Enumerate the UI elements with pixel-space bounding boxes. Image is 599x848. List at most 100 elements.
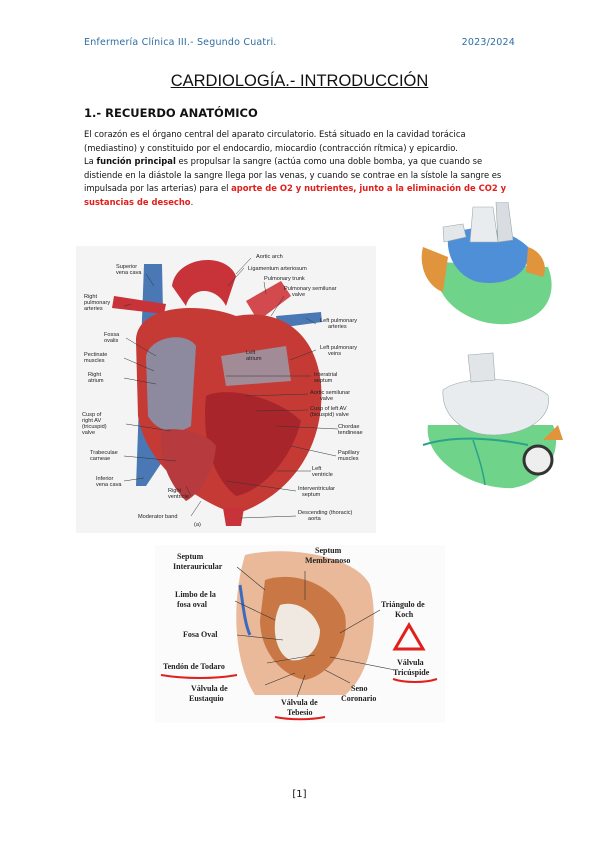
label-fo-2: ovalis — [104, 338, 119, 344]
right-atrium-orange-shape — [421, 247, 448, 292]
todaro-underline — [160, 674, 238, 679]
koch-triangle-figure: Septum Interauricular Septum Membranoso … — [155, 545, 445, 723]
label-asv-1: Aortic semilunar — [310, 390, 350, 396]
label-da-2: aorta — [308, 516, 322, 522]
label-asv-2: valve — [320, 396, 333, 402]
label-lpa-2: arteries — [328, 324, 347, 330]
right-atrium-shape — [146, 337, 196, 432]
label-cra-4: valve — [82, 430, 95, 436]
label-ivs-1: Interventricular — [298, 486, 335, 492]
page-number: [1] — [292, 789, 307, 800]
label-sm-2: Membranoso — [305, 556, 350, 565]
fig4-leader-lines — [234, 566, 396, 698]
label-pap-1: Papillary — [338, 450, 360, 456]
heart-anatomy-figure: Aortic arch Superior vena cava Ligamentu… — [76, 246, 376, 533]
label-rv-2: ventricle — [168, 494, 189, 500]
label-ivc-1: Inferior — [96, 476, 114, 482]
label-si-2: Interauricular — [173, 562, 223, 571]
label-psv-1: Pulmonary semilunar — [284, 286, 337, 292]
label-cra-1: Cusp of — [82, 412, 102, 418]
label-sc-1: Seno — [351, 684, 367, 693]
label-cla-2: (bicuspid) valve — [310, 412, 349, 418]
label-vte-1: Válvula de — [281, 698, 318, 707]
label-lv-2: ventricle — [312, 472, 333, 478]
label-ve-1: Válvula de — [191, 684, 228, 693]
label-fig-a: (a) — [194, 522, 201, 528]
back-orange-shape — [543, 425, 563, 440]
pulmonary-trunk-shape — [246, 281, 291, 321]
atria-blue-shape — [447, 228, 529, 283]
label-ra-1: Right — [88, 372, 102, 378]
label-svc-2: vena cava — [116, 270, 142, 276]
tebesio-underline — [274, 716, 326, 721]
label-fo-1: Fossa — [104, 332, 120, 338]
label-la-1: Left — [246, 350, 256, 356]
label-sc-2: Coronario — [341, 694, 376, 703]
right-ventricle-shape — [160, 429, 216, 501]
label-cra-3: (tricuspid) — [82, 424, 107, 430]
label-si-1: Septum — [177, 552, 204, 561]
label-ct-2: tendineae — [338, 430, 363, 436]
label-lpv-1: Left pulmonary — [320, 345, 357, 351]
paragraph-function: La función principal es propulsar la san… — [84, 155, 520, 209]
heart-3d-front-figure — [421, 202, 552, 325]
para2-mid: es propulsar la sangre (actúa como una d… — [84, 156, 502, 194]
label-lfo-1: Limbo de la — [175, 590, 216, 599]
label-lv-1: Left — [312, 466, 322, 472]
left-atrium-orange-shape — [526, 247, 545, 277]
label-ct-1: Chordae — [338, 424, 359, 430]
label-tc-1: Trabeculae — [90, 450, 118, 456]
label-pm-2: muscles — [84, 358, 105, 364]
para2-end: . — [190, 196, 194, 207]
label-ias-2: septum — [314, 378, 333, 384]
label-ligamentum: Ligamentum arteriosum — [248, 266, 307, 272]
label-cra-2: right AV — [82, 418, 101, 424]
para2-highlight: aporte de O2 y nutrientes, junto a la el… — [84, 183, 507, 207]
label-rv-1: Right — [168, 488, 182, 494]
label-ias-1: Interatrial — [314, 372, 337, 378]
label-vt-1: Válvula — [397, 658, 424, 667]
para2-pre: La — [84, 156, 97, 166]
right-pulmonary-arteries-shape — [112, 296, 166, 314]
label-pulmonary-trunk: Pulmonary trunk — [264, 276, 305, 282]
leader-lines — [123, 257, 339, 519]
label-vte-2: Tebesio — [287, 708, 313, 717]
label-ivs-2: septum — [302, 492, 321, 498]
label-ve-2: Eustaquio — [189, 694, 224, 703]
pulmonary-artery-shape — [495, 202, 514, 243]
label-pm-1: Pectinate — [84, 352, 107, 358]
vessel-left-shape — [442, 223, 467, 243]
coronary-branch-line — [472, 439, 486, 486]
descending-aorta-shape — [223, 508, 244, 526]
header-course: Enfermería Clínica III.- Segundo Cuatri. — [84, 37, 277, 48]
fossa-oval-shape — [274, 603, 320, 661]
back-aorta-shape — [467, 352, 496, 383]
koch-triangle-icon — [392, 622, 426, 651]
label-vt-2: Tricúspide — [393, 668, 430, 677]
label-da-1: Descending (thoracic) — [298, 510, 353, 516]
tricuspid-underline — [392, 678, 438, 683]
label-cla-1: Cusp of left AV — [310, 406, 347, 412]
label-moderator-band: Moderator band — [138, 514, 178, 520]
label-lpa-1: Left pulmonary — [320, 318, 357, 324]
label-rpa-1: Right — [84, 294, 98, 300]
label-psv-2: valve — [292, 292, 305, 298]
back-ventricles-shape — [427, 425, 557, 489]
header-year: 2023/2024 — [461, 37, 515, 48]
label-la-2: atrium — [246, 356, 262, 362]
label-svc-1: Superior — [116, 264, 137, 270]
left-ventricle-shape — [205, 392, 301, 496]
back-vessel-ring — [522, 444, 554, 476]
label-ra-2: atrium — [88, 378, 104, 384]
para2-bold: función principal — [96, 156, 176, 166]
aorta-shape — [469, 206, 499, 243]
coronary-vessel-line — [422, 437, 529, 446]
label-tc-2: carneae — [90, 456, 110, 462]
heart-3d-back-figure — [422, 352, 563, 489]
label-rpa-2: pulmonary — [84, 300, 110, 306]
label-tendon-todaro: Tendón de Todaro — [163, 662, 225, 671]
blue-edge-line — [238, 584, 252, 636]
label-lpv-2: veins — [328, 351, 341, 357]
label-rpa-3: arteries — [84, 306, 103, 312]
paragraph-intro: El corazón es el órgano central del apar… — [84, 129, 466, 153]
